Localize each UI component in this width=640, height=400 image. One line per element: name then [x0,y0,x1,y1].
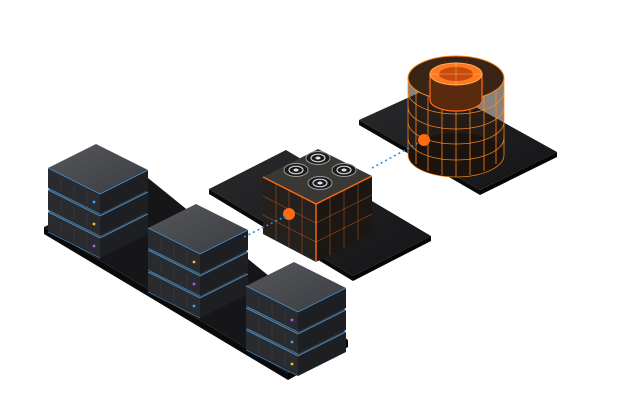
server-side-face [298,310,346,354]
server-side-face [200,230,248,274]
server-rack-row-2 [147,204,249,319]
server-trim [297,331,347,357]
server-status-led [92,200,96,204]
tank-port-indicator [418,134,430,146]
server-status-led [290,362,294,366]
server-status-led [92,222,96,226]
server-trim [199,229,249,255]
server-top-face [48,144,148,194]
server-side-face [200,274,248,318]
link-cooling-to-tank [371,141,421,169]
server-trim [147,249,201,277]
server-trim [147,247,201,275]
server-trim [47,187,101,215]
server-trim [147,269,201,297]
server-trim [245,329,299,357]
cooling-port-indicator [283,208,295,220]
server-trim [147,291,201,319]
server-unit [245,262,347,333]
server-trim [245,305,299,333]
server-status-led [192,304,196,308]
server-trim [245,307,299,335]
server-side-face [200,252,248,296]
server-trim [99,213,149,239]
server-trim [245,349,299,377]
fan-icon [331,163,357,177]
server-trim [297,287,347,313]
fan-icon [307,176,333,190]
server-side-face [100,214,148,258]
server-trim [47,167,101,195]
server-trim [199,273,249,299]
fan-icon [283,163,309,177]
server-unit [47,144,149,215]
storage-tank [407,55,505,178]
fan-icon [305,151,331,165]
server-trim [147,271,201,299]
server-top-face [246,262,346,312]
server-trim [47,231,101,259]
server-side-face [100,170,148,214]
server-rack-row-1 [47,144,149,259]
server-rack-row-3 [245,262,347,377]
server-status-led [192,282,196,286]
server-side-face [298,332,346,376]
server-status-led [92,244,96,248]
cooling-fans [283,151,357,190]
server-trim [245,285,299,313]
server-trim [297,309,347,335]
server-trim [47,211,101,239]
server-status-led [192,260,196,264]
server-unit [147,204,249,275]
cooling-unit [262,149,373,262]
server-trim [147,227,201,255]
server-trim [99,191,149,217]
server-trim [47,209,101,237]
connection-links [243,141,421,238]
server-status-led [290,340,294,344]
server-trim [245,327,299,355]
server-racks [47,144,347,377]
server-side-face [298,288,346,332]
server-trim [199,251,249,277]
server-trim [47,189,101,217]
server-side-face [100,192,148,236]
server-trim [99,169,149,195]
server-top-face [148,204,248,254]
server-status-led [290,318,294,322]
